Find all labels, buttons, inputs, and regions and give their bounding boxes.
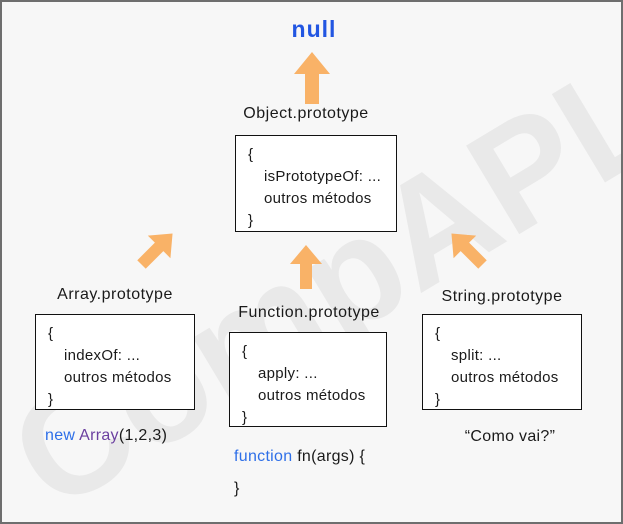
box-line: } bbox=[242, 409, 248, 426]
array-args: (1,2,3) bbox=[118, 427, 168, 444]
box-line: outros métodos bbox=[264, 190, 372, 207]
new-keyword: new bbox=[45, 427, 80, 444]
array-instance-code: new Array(1,2,3) bbox=[45, 427, 167, 445]
function-signature: fn(args) { bbox=[297, 448, 366, 465]
box-line: } bbox=[48, 391, 54, 408]
object-prototype-box: { isPrototypeOf: ... outros métodos } bbox=[235, 135, 397, 232]
box-line: isPrototypeOf: ... bbox=[264, 168, 382, 185]
null-root-label: null bbox=[291, 16, 337, 42]
object-prototype-label: Object.prototype bbox=[243, 105, 369, 122]
box-line: { bbox=[435, 325, 441, 342]
box-line: } bbox=[435, 391, 441, 408]
function-declaration-code: function fn(args) { bbox=[234, 448, 365, 466]
string-prototype-label: String.prototype bbox=[441, 288, 563, 305]
array-prototype-box: { indexOf: ... outros métodos } bbox=[35, 314, 195, 410]
string-instance-literal: “Como vai?” bbox=[464, 428, 556, 445]
box-line: apply: ... bbox=[258, 365, 318, 382]
box-line: outros métodos bbox=[258, 387, 366, 404]
string-prototype-box: { split: ... outros métodos } bbox=[422, 314, 582, 410]
box-line: { bbox=[242, 343, 248, 360]
function-keyword: function bbox=[234, 448, 298, 465]
arrow-up-icon bbox=[294, 52, 330, 104]
box-line: outros métodos bbox=[64, 369, 172, 386]
box-line: outros métodos bbox=[451, 369, 559, 386]
box-line: split: ... bbox=[451, 347, 502, 364]
arrow-up-icon bbox=[290, 245, 322, 289]
function-prototype-label: Function.prototype bbox=[238, 304, 380, 321]
arrow-up-right-icon bbox=[137, 233, 173, 269]
array-type-name: Array bbox=[79, 427, 119, 444]
function-closing-brace: } bbox=[234, 480, 240, 497]
array-prototype-label: Array.prototype bbox=[57, 286, 173, 303]
box-line: { bbox=[248, 146, 254, 163]
function-prototype-box: { apply: ... outros métodos } bbox=[229, 332, 387, 427]
box-line: { bbox=[48, 325, 54, 342]
box-line: indexOf: ... bbox=[64, 347, 141, 364]
box-line: } bbox=[248, 212, 254, 229]
arrow-up-left-icon bbox=[451, 233, 487, 269]
